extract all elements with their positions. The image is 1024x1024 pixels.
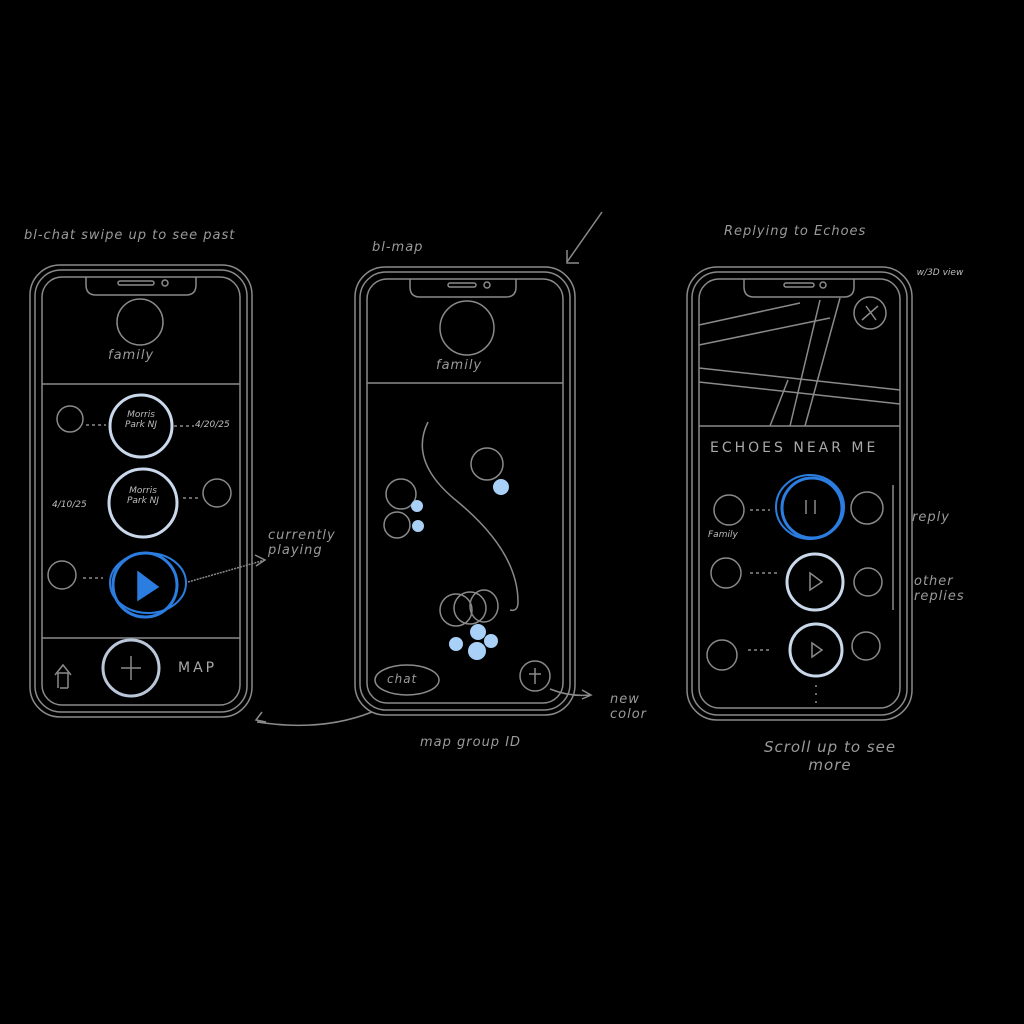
reply-callout: reply — [912, 510, 950, 525]
user-avatar[interactable] — [710, 557, 742, 589]
map-cluster[interactable] — [439, 589, 499, 660]
echoes-near-me-title: ECHOES NEAR ME — [710, 440, 879, 456]
echo-date-2: 4/10/25 — [52, 500, 87, 510]
user-avatar[interactable] — [56, 405, 84, 433]
user-avatar[interactable] — [706, 639, 738, 671]
reply-button[interactable] — [853, 567, 883, 597]
map-3d-view[interactable] — [698, 297, 901, 427]
echo-bubble[interactable] — [785, 552, 845, 612]
pause-icon — [805, 500, 816, 514]
map-pin-user[interactable] — [385, 478, 417, 510]
play-icon — [137, 570, 160, 602]
reply-button[interactable] — [851, 631, 881, 661]
user-avatar[interactable] — [47, 560, 77, 590]
reply-button[interactable] — [850, 491, 884, 525]
new-color-callout: new color — [610, 692, 648, 722]
echo-paused-bubble[interactable] — [775, 474, 845, 540]
play-icon — [809, 571, 824, 592]
map-pin-user[interactable] — [383, 511, 411, 539]
screen2-header-label: family — [436, 358, 483, 373]
map-pin-user[interactable] — [470, 447, 504, 481]
other-replies-callout: other replies — [914, 574, 965, 604]
scroll-up-caption: Scroll up to see more — [763, 738, 897, 774]
echo-bubble[interactable] — [788, 622, 844, 678]
echo-bubble-2[interactable] — [107, 467, 179, 539]
user-avatar[interactable] — [713, 494, 745, 526]
chat-button[interactable] — [374, 664, 440, 696]
3d-view-button[interactable] — [853, 296, 887, 330]
chat-button-label[interactable]: chat — [387, 672, 418, 686]
plus-icon — [121, 656, 141, 680]
now-playing-bubble[interactable] — [109, 551, 187, 619]
row-user-label: Family — [708, 530, 738, 540]
phone-frame-1 — [29, 264, 253, 718]
group-avatar[interactable] — [116, 298, 164, 346]
map-tab[interactable]: MAP — [178, 660, 218, 676]
echo-date-1: 4/20/25 — [195, 420, 230, 430]
screen1-annotation: bl-chat swipe up to see past — [24, 228, 236, 243]
screen1-header-label: family — [108, 348, 155, 363]
home-icon — [54, 663, 72, 689]
user-avatar[interactable] — [202, 478, 232, 508]
3d-view-callout: w/3D view — [916, 268, 964, 278]
screen2-annotation: bl-map — [372, 240, 424, 255]
plus-icon — [529, 668, 541, 684]
group-avatar[interactable] — [439, 300, 495, 356]
echo-location-2: Morris Park NJ — [126, 486, 160, 506]
map-path — [421, 421, 519, 612]
add-button[interactable] — [101, 638, 161, 698]
map-group-id-caption: map group ID — [420, 735, 522, 750]
echo-location-1: Morris Park NJ — [124, 410, 158, 430]
screen3-annotation: Replying to Echoes — [724, 224, 867, 239]
currently-playing-callout: currently playing — [268, 528, 336, 558]
echo-bubble-1[interactable] — [108, 393, 174, 459]
play-icon — [811, 641, 824, 659]
phone-frame-2 — [354, 266, 576, 716]
phone-frame-3 — [686, 266, 913, 721]
add-color-button[interactable] — [519, 660, 551, 692]
